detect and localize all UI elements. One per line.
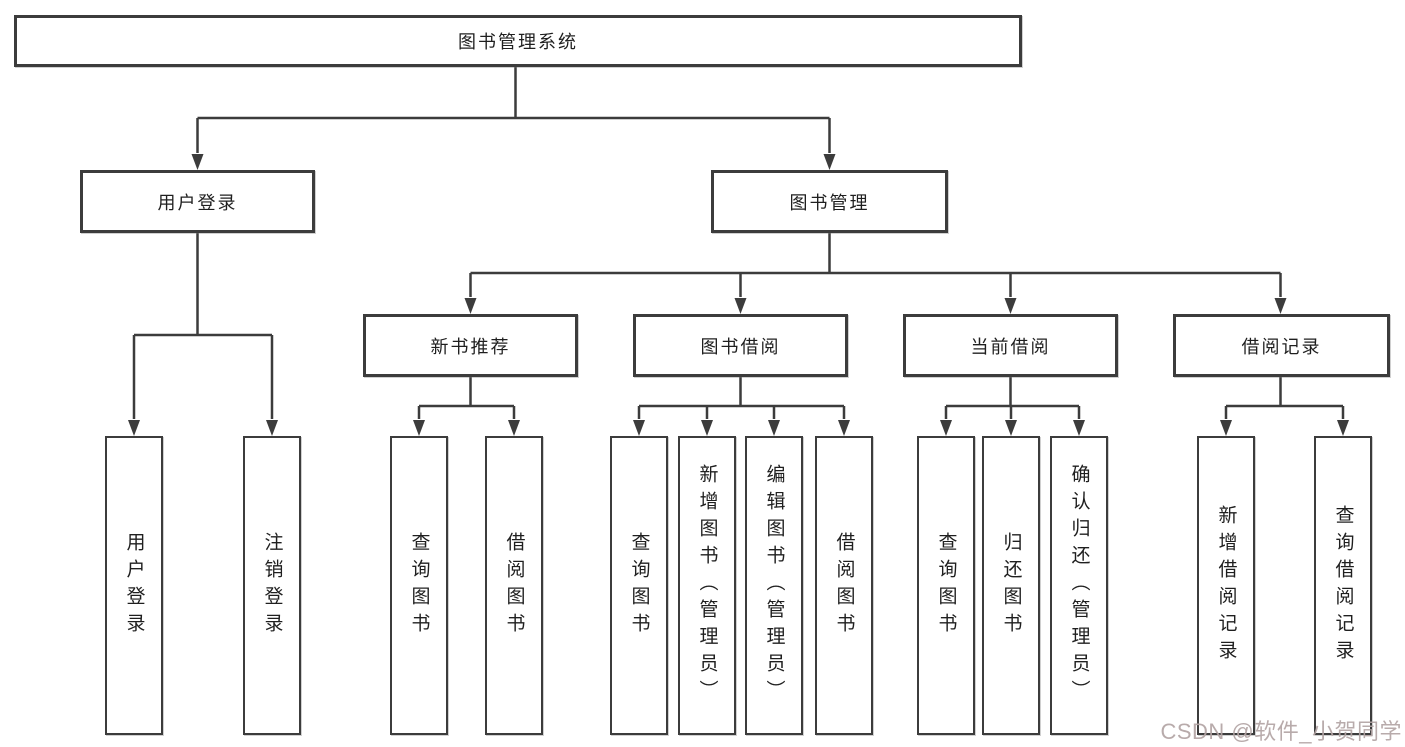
connector-root <box>191 66 836 170</box>
connector-borrow-records <box>1220 377 1349 436</box>
leaf-current-query-label: 查询图书 <box>935 531 957 640</box>
node-borrow-records: 借阅记录 <box>1173 314 1390 377</box>
leaf-borrow-edit-label: 编辑图书（管理员） <box>763 464 785 707</box>
leaf-record-add-label: 新增借阅记录 <box>1215 504 1237 667</box>
leaf-current-confirm: 确认归还（管理员） <box>1050 436 1108 735</box>
node-book-management: 图书管理 <box>711 170 948 233</box>
node-current-borrow-label: 当前借阅 <box>970 336 1051 357</box>
node-current-borrow: 当前借阅 <box>903 314 1118 377</box>
leaf-newbook-query: 查询图书 <box>390 436 448 735</box>
leaf-current-return-label: 归还图书 <box>1000 531 1022 640</box>
leaf-borrow-query-label: 查询图书 <box>628 531 650 640</box>
leaf-borrow-edit: 编辑图书（管理员） <box>745 436 803 735</box>
leaf-logout: 注销登录 <box>243 436 301 735</box>
leaf-current-confirm-label: 确认归还（管理员） <box>1068 464 1090 707</box>
leaf-borrow-borrow-label: 借阅图书 <box>833 531 855 640</box>
node-user-login: 用户登录 <box>80 170 315 233</box>
leaf-borrow-add: 新增图书（管理员） <box>678 436 736 735</box>
leaf-record-add: 新增借阅记录 <box>1197 436 1255 735</box>
node-book-borrow-label: 图书借阅 <box>700 336 781 357</box>
leaf-newbook-query-label: 查询图书 <box>408 531 430 640</box>
leaf-newbook-borrow: 借阅图书 <box>485 436 543 735</box>
node-new-book-recommend-label: 新书推荐 <box>430 336 511 357</box>
leaf-logout-label: 注销登录 <box>261 531 283 640</box>
connector-new-book <box>413 377 520 436</box>
node-root: 图书管理系统 <box>14 15 1022 67</box>
node-borrow-records-label: 借阅记录 <box>1241 336 1322 357</box>
node-root-label: 图书管理系统 <box>458 32 578 52</box>
node-book-management-label: 图书管理 <box>789 192 870 213</box>
connector-current-borrow <box>940 377 1085 436</box>
node-user-login-label: 用户登录 <box>157 192 238 213</box>
connector-book-management <box>464 233 1287 314</box>
leaf-user-login-label: 用户登录 <box>123 531 145 640</box>
connector-book-borrow <box>633 377 850 436</box>
connector-user-login <box>128 233 278 436</box>
node-book-borrow: 图书借阅 <box>633 314 848 377</box>
leaf-record-query-label: 查询借阅记录 <box>1332 504 1354 667</box>
leaf-current-query: 查询图书 <box>917 436 975 735</box>
watermark: CSDN @软件_小贺同学 <box>1160 719 1402 744</box>
leaf-user-login: 用户登录 <box>105 436 163 735</box>
node-new-book-recommend: 新书推荐 <box>363 314 578 377</box>
leaf-borrow-query: 查询图书 <box>610 436 668 735</box>
leaf-borrow-add-label: 新增图书（管理员） <box>696 464 718 707</box>
leaf-newbook-borrow-label: 借阅图书 <box>503 531 525 640</box>
leaf-borrow-borrow: 借阅图书 <box>815 436 873 735</box>
leaf-record-query: 查询借阅记录 <box>1314 436 1372 735</box>
leaf-current-return: 归还图书 <box>982 436 1040 735</box>
